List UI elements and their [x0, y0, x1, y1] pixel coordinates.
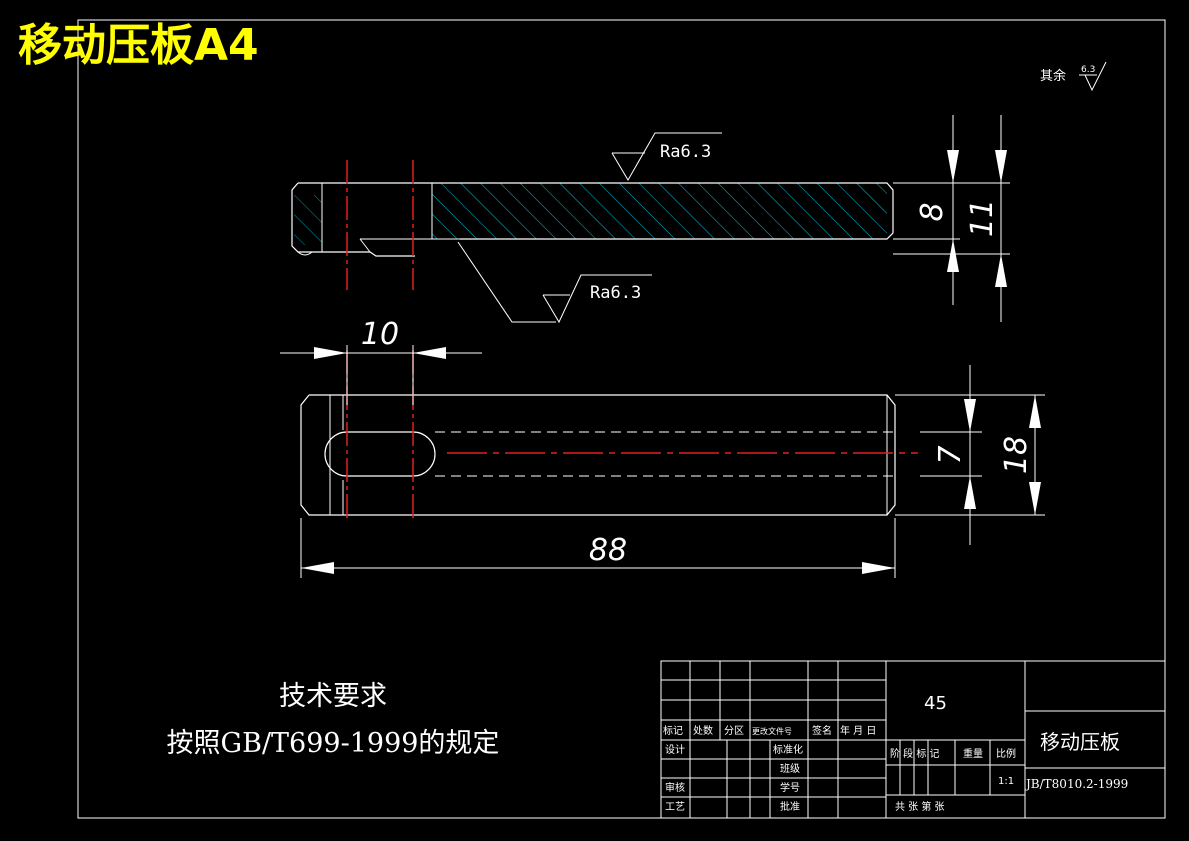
tb-label-sheets: 共 张 第 张: [895, 800, 945, 813]
tb-label-zone: 分区: [724, 725, 744, 737]
tb-label-process: 工艺: [665, 801, 685, 813]
tb-material: 45: [924, 693, 947, 714]
tb-label-sign: 签名: [812, 724, 832, 737]
roughness-callout-top: Ra6.3: [611, 132, 722, 181]
top-plan-view: [300, 345, 1045, 578]
section-hatching: [432, 183, 887, 239]
tech-requirements-text: 按照GB/T699-1999的规定: [167, 728, 500, 759]
dim-text-8: 8: [915, 202, 950, 221]
tb-label-design: 设计: [665, 743, 685, 756]
tb-label-date: 年 月 日: [840, 724, 876, 737]
dim-text-10: 10: [361, 317, 399, 352]
roughness-callout-bottom: Ra6.3: [457, 241, 652, 324]
tb-label-weight: 重量: [963, 747, 983, 760]
title-block: [660, 660, 1166, 819]
dimension-height-8: 8: [915, 115, 959, 305]
tb-label-stage-mark: 阶 段 标 记: [890, 747, 940, 760]
tb-label-mark: 标记: [663, 725, 683, 737]
tb-label-count: 处数: [693, 724, 713, 737]
tb-scale-value: 1:1: [998, 776, 1014, 787]
roughness-note-symbol: [1084, 61, 1107, 92]
tb-label-ratio: 比例: [996, 747, 1016, 760]
tb-part-name: 移动压板: [1040, 730, 1120, 754]
tb-label-class: 班级: [780, 763, 800, 775]
dim-text-88: 88: [589, 533, 627, 568]
tech-requirements-heading: 技术要求: [279, 681, 387, 712]
dim-text-11: 11: [965, 199, 1000, 237]
ra-label-top: Ra6.3: [660, 142, 711, 162]
tb-label-review: 审核: [665, 781, 685, 794]
plan-outline: [300, 394, 896, 516]
ra-label-bottom: Ra6.3: [590, 283, 641, 303]
dimension-slot-10: 10: [280, 317, 482, 359]
drawing-border: [77, 19, 1166, 819]
dimension-length-88: 88: [301, 533, 895, 574]
tb-label-change-doc: 更改文件号: [752, 726, 792, 736]
tb-label-student-no: 学号: [780, 781, 800, 794]
roughness-note-label: 其余: [1040, 68, 1066, 84]
dimension-height-11: 11: [965, 115, 1007, 322]
part-outline-top: [298, 182, 894, 240]
tb-label-approve: 批准: [780, 800, 800, 813]
roughness-note-value: 6.3: [1081, 65, 1095, 75]
dimension-slot-7: 7: [933, 365, 976, 545]
general-roughness-note: 其余 6.3: [1040, 61, 1107, 92]
front-section-view: [291, 160, 1010, 290]
mounting-slot: [324, 431, 436, 477]
dim-text-18: 18: [999, 436, 1034, 474]
sheet-title: 移动压板A4: [18, 20, 259, 71]
tb-label-standardize: 标准化: [773, 743, 803, 756]
tb-standard: JB/T8010.2-1999: [1024, 777, 1128, 791]
dimension-width-18: 18: [999, 395, 1041, 515]
dim-text-7: 7: [933, 445, 968, 464]
